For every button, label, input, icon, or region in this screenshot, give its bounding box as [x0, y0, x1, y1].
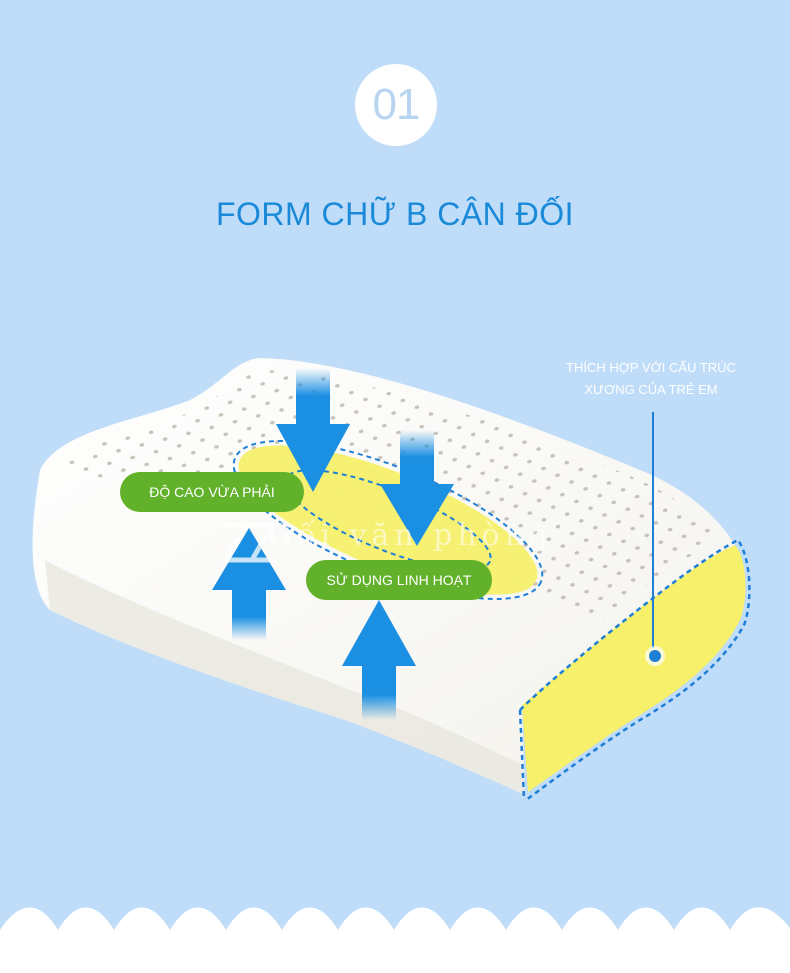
page-title: FORM CHỮ B CÂN ĐỐI	[215, 196, 575, 232]
label-usage: SỬ DỤNG LINH HOẠT	[306, 560, 492, 600]
up-arrow-icon	[342, 600, 416, 720]
annotation-pointer	[645, 412, 665, 666]
pillow-side-section	[518, 538, 751, 802]
step-number-badge: 01	[355, 64, 437, 146]
side-annotation-line-1: THÍCH HỢP VỚI CẤU TRÚC	[566, 360, 736, 375]
wave-border	[0, 907, 790, 973]
watermark-text: Gối văn phòng	[268, 518, 554, 553]
watermark-logo-icon	[221, 522, 277, 563]
down-arrow-icon	[276, 368, 350, 492]
side-annotation: THÍCH HỢP VỚI CẤU TRÚC XƯƠNG CỦA TRẺ EM	[540, 357, 762, 401]
step-number: 01	[372, 80, 421, 129]
down-arrow-icon	[380, 430, 454, 546]
label-height: ĐỘ CAO VỪA PHẢI	[120, 472, 304, 512]
side-annotation-line-2: XƯƠNG CỦA TRẺ EM	[584, 382, 718, 397]
